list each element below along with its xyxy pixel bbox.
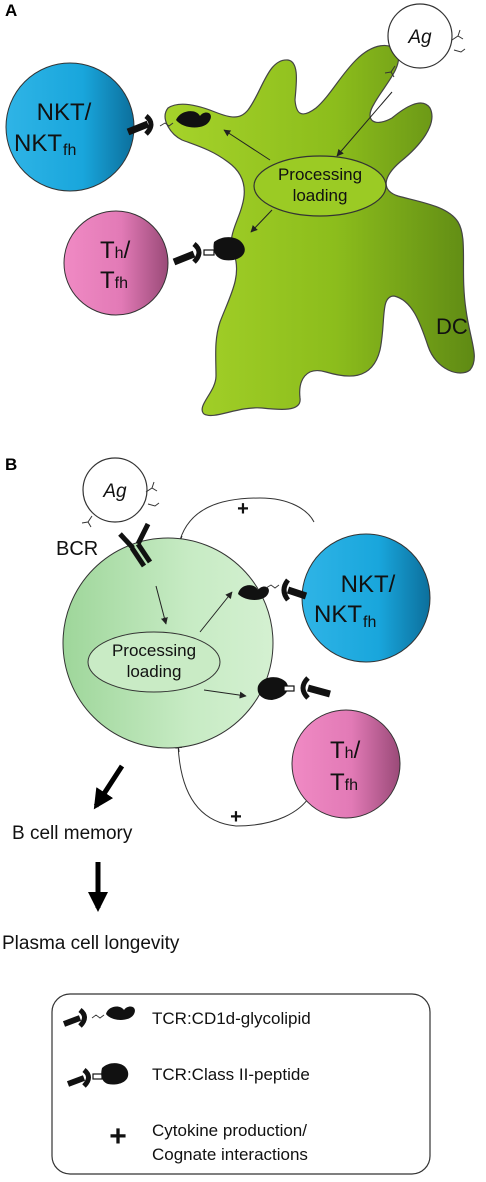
b-loading-label: loading — [127, 662, 182, 681]
dc-mhc-arrow — [250, 209, 273, 233]
nkt-cell-a-sub: fh — [63, 142, 76, 159]
legend-item-2-text: TCR:Class II-peptide — [152, 1065, 310, 1084]
bcr-antibody-icon — [118, 522, 153, 568]
plus-top: + — [237, 498, 249, 520]
bcr-label: BCR — [56, 538, 98, 560]
nkt-cell-a-line2: NKT — [14, 130, 62, 157]
legend-item-3-line1: Cytokine production/ — [152, 1121, 307, 1140]
nkt-cell-b-line2: NKT — [314, 601, 362, 628]
panel-b-label: B — [5, 455, 17, 474]
nkt-cell-b-sub: fh — [363, 614, 376, 631]
legend-tcr-class2-peptide-icon — [66, 1063, 129, 1088]
tcr-cd1d-glycolipid-a-icon — [126, 111, 211, 136]
b-cd1d-arrow — [199, 591, 233, 633]
b-cell-processing-compartment — [87, 631, 221, 693]
legend-item-1-text: TCR:CD1d-glycolipid — [152, 1009, 311, 1028]
antigen-a — [387, 3, 453, 69]
dendritic-cell — [164, 44, 475, 416]
nkt-cell-a-line1: NKT/ — [37, 99, 92, 126]
antigen-b-label: Ag — [102, 481, 127, 502]
th-cell-b-line1: Th/ — [330, 737, 361, 764]
memory-label: B cell memory — [12, 823, 133, 844]
antigen-b — [82, 457, 148, 523]
th-cell-a-line2: Tfh — [100, 267, 128, 294]
dc-processing-compartment — [253, 155, 387, 217]
plasma-label: Plasma cell longevity — [2, 933, 180, 954]
tcr-class2-peptide-b-icon — [257, 676, 331, 700]
legend-box — [51, 993, 431, 1175]
tcr-cd1d-glycolipid-b-icon — [238, 578, 308, 602]
tcr-class2-peptide-a-icon — [172, 237, 245, 266]
th-cell-a-line1: Th/ — [100, 237, 131, 264]
dc-uptake-arrow — [336, 91, 393, 157]
plus-bottom: + — [230, 806, 242, 828]
antigen-a-glycolipid-icon — [384, 29, 466, 78]
dc-cd1d-arrow — [223, 129, 271, 161]
panel-a-label: A — [5, 1, 17, 20]
b-processing-label: Processing — [112, 641, 196, 660]
dc-loading-label: loading — [293, 186, 348, 205]
th-cell-b — [291, 709, 401, 819]
dc-processing-label: Processing — [278, 165, 362, 184]
th-cell-b-line2: Tfh — [330, 769, 358, 796]
nkt-cell-b-line1: NKT/ — [341, 571, 396, 598]
nkt-cell-a — [5, 62, 135, 192]
feedback-loop-bottom — [177, 743, 311, 827]
memory-arrow — [93, 764, 125, 810]
dc-label: DC — [436, 314, 468, 339]
nkt-cell-b — [301, 533, 431, 663]
legend-plus-icon: + — [109, 1120, 127, 1153]
antigen-a-label: Ag — [407, 27, 432, 48]
antigen-b-glycolipid-icon — [81, 481, 160, 528]
b-uptake-arrow — [155, 585, 168, 625]
b-mhc-arrow — [203, 689, 247, 699]
legend-item-3-line2: Cognate interactions — [152, 1145, 308, 1164]
feedback-loop-top — [179, 497, 315, 541]
legend-tcr-cd1d-glycolipid-icon — [62, 1006, 135, 1028]
th-cell-a — [63, 210, 169, 316]
